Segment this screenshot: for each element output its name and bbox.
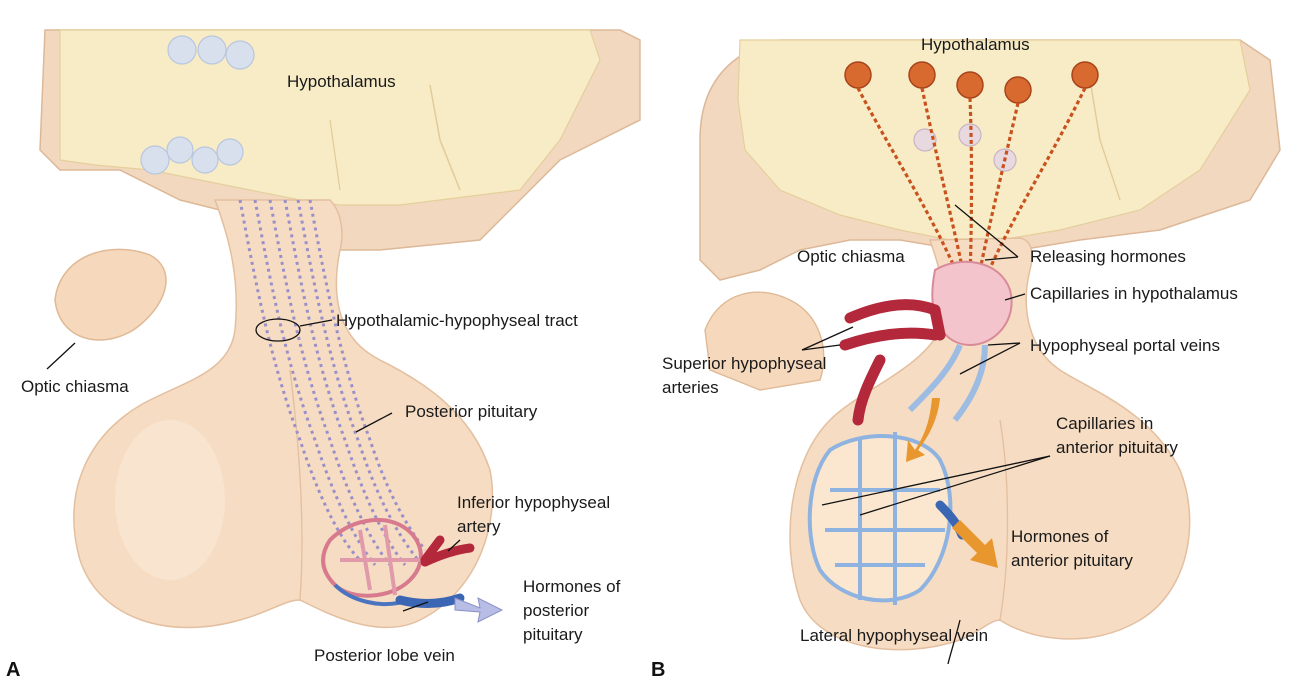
label-hormones-a-3: pituitary: [523, 625, 583, 644]
panel-letter-a: A: [6, 659, 20, 681]
label-optic-chiasma-a: Optic chiasma: [21, 377, 129, 396]
label-posterior-lobe-vein: Posterior lobe vein: [314, 646, 455, 665]
label-hormones-b-2: anterior pituitary: [1011, 551, 1133, 570]
label-superior-arteries-1: Superior hypophyseal: [662, 354, 826, 373]
label-releasing-hormones: Releasing hormones: [1030, 247, 1186, 266]
label-hormones-a-2: posterior: [523, 601, 589, 620]
label-capillaries-hypothalamus: Capillaries in hypothalamus: [1030, 284, 1238, 303]
label-lateral-vein: Lateral hypophyseal vein: [800, 626, 988, 645]
label-hormones-a-1: Hormones of: [523, 577, 621, 596]
optic-chiasma-b: [705, 292, 824, 390]
label-posterior-pituitary: Posterior pituitary: [405, 402, 538, 421]
label-capillaries-anterior-2: anterior pituitary: [1056, 438, 1178, 457]
optic-chiasma-a: [55, 249, 166, 340]
hormone-arrow-a: [455, 598, 502, 622]
label-tract: Hypothalamic-hypophyseal tract: [336, 311, 578, 330]
label-hormones-b-1: Hormones of: [1011, 527, 1109, 546]
label-optic-chiasma-b: Optic chiasma: [797, 247, 905, 266]
panel-b: Hypothalamus Optic chiasma Releasing hor…: [651, 35, 1280, 681]
capillaries-anterior: [810, 432, 951, 605]
label-superior-arteries-2: arteries: [662, 378, 719, 397]
panel-letter-b: B: [651, 659, 665, 681]
label-inferior-artery-2: artery: [457, 517, 501, 536]
label-inferior-artery-1: Inferior hypophyseal: [457, 493, 610, 512]
label-hypothalamus-b: Hypothalamus: [921, 35, 1030, 54]
label-capillaries-anterior-1: Capillaries in: [1056, 414, 1153, 433]
panel-a: Hypothalamus Hypothalamic-hypophyseal tr…: [6, 30, 640, 681]
label-portal-veins: Hypophyseal portal veins: [1030, 336, 1220, 355]
label-hypothalamus-a: Hypothalamus: [287, 72, 396, 91]
